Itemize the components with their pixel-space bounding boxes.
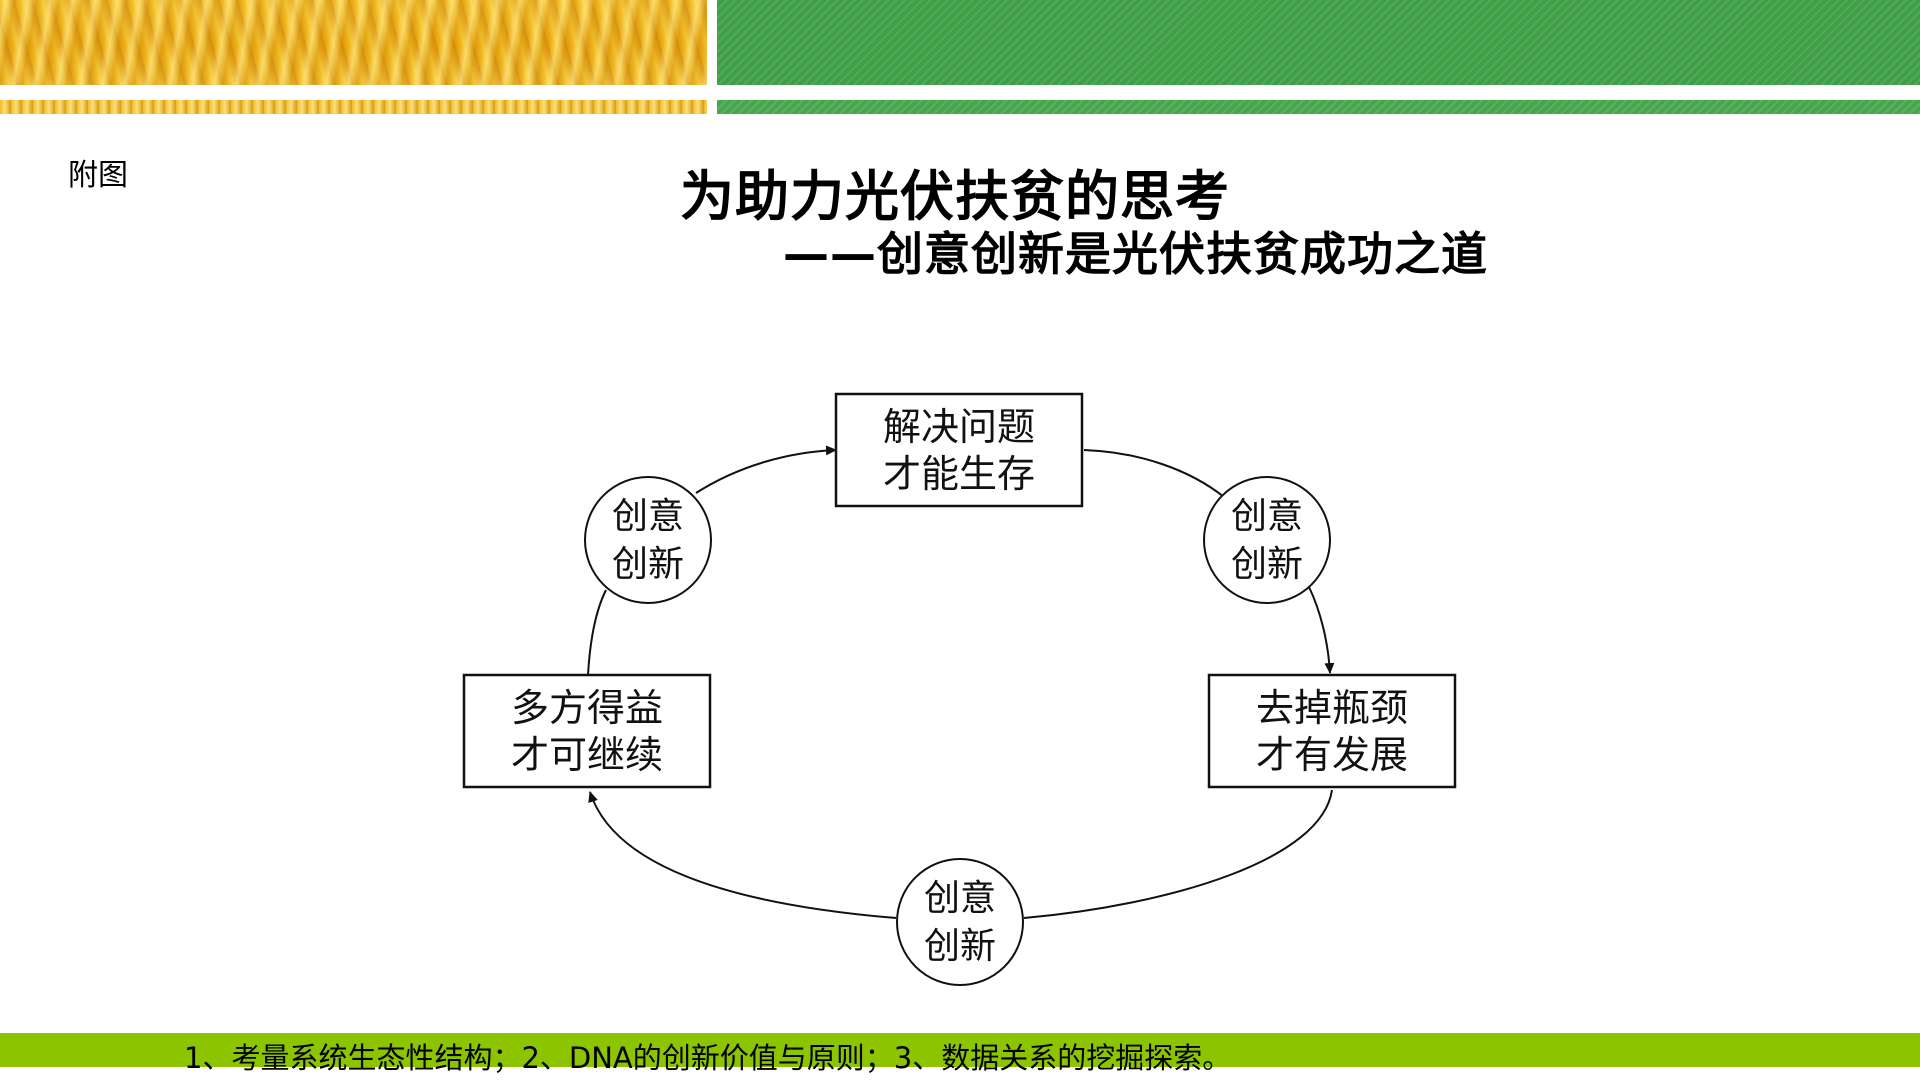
connector-circle-tl-to-box-top: [695, 445, 837, 494]
circle-bottom-line1: 创意: [924, 878, 996, 919]
box-right: 去掉瓶颈 才有发展: [1207, 673, 1457, 789]
box-top: 解决问题 才能生存: [834, 392, 1084, 508]
circle-bottom-line2: 创新: [924, 926, 996, 967]
connector-box-right-to-circle-bottom: [1023, 789, 1333, 919]
box-right-line2: 才有发展: [1256, 733, 1408, 777]
circle-top-left: 创意 创新: [584, 476, 712, 604]
page-subtitle: ——创意创新是光伏扶贫成功之道: [783, 227, 1488, 281]
footer-bar: [0, 1033, 1920, 1067]
box-top-line1: 解决问题: [883, 405, 1035, 449]
green-banner: [717, 0, 1920, 85]
footer-text: 1、考量系统生态性结构；2、DNA的创新价值与原则；3、数据关系的挖掘探索。: [184, 1041, 1232, 1075]
connector-box-top-to-circle-tr: [1083, 449, 1225, 498]
box-left-line1: 多方得益: [511, 686, 663, 730]
circle-top-left-line2: 创新: [612, 544, 684, 585]
wheat-banner-image: [0, 0, 707, 85]
circle-bottom: 创意 创新: [896, 858, 1024, 986]
circle-top-right-line1: 创意: [1231, 496, 1303, 537]
circle-top-left-line1: 创意: [612, 496, 684, 537]
corner-label: 附图: [68, 158, 128, 193]
connector-circle-bottom-to-box-left: [588, 791, 897, 919]
page-title: 为助力光伏扶贫的思考: [680, 165, 1230, 228]
green-banner-strip: [717, 100, 1920, 114]
box-left: 多方得益 才可继续: [462, 673, 712, 789]
circle-top-right: 创意 创新: [1203, 476, 1331, 604]
connector-box-left-to-circle-tl: [587, 589, 607, 676]
connector-circle-tr-to-box-right: [1308, 586, 1335, 674]
box-top-line2: 才能生存: [883, 452, 1035, 496]
box-right-line1: 去掉瓶颈: [1256, 686, 1408, 730]
circle-top-right-line2: 创新: [1231, 544, 1303, 585]
wheat-banner-strip: [0, 100, 707, 114]
box-left-line2: 才可继续: [511, 733, 663, 777]
